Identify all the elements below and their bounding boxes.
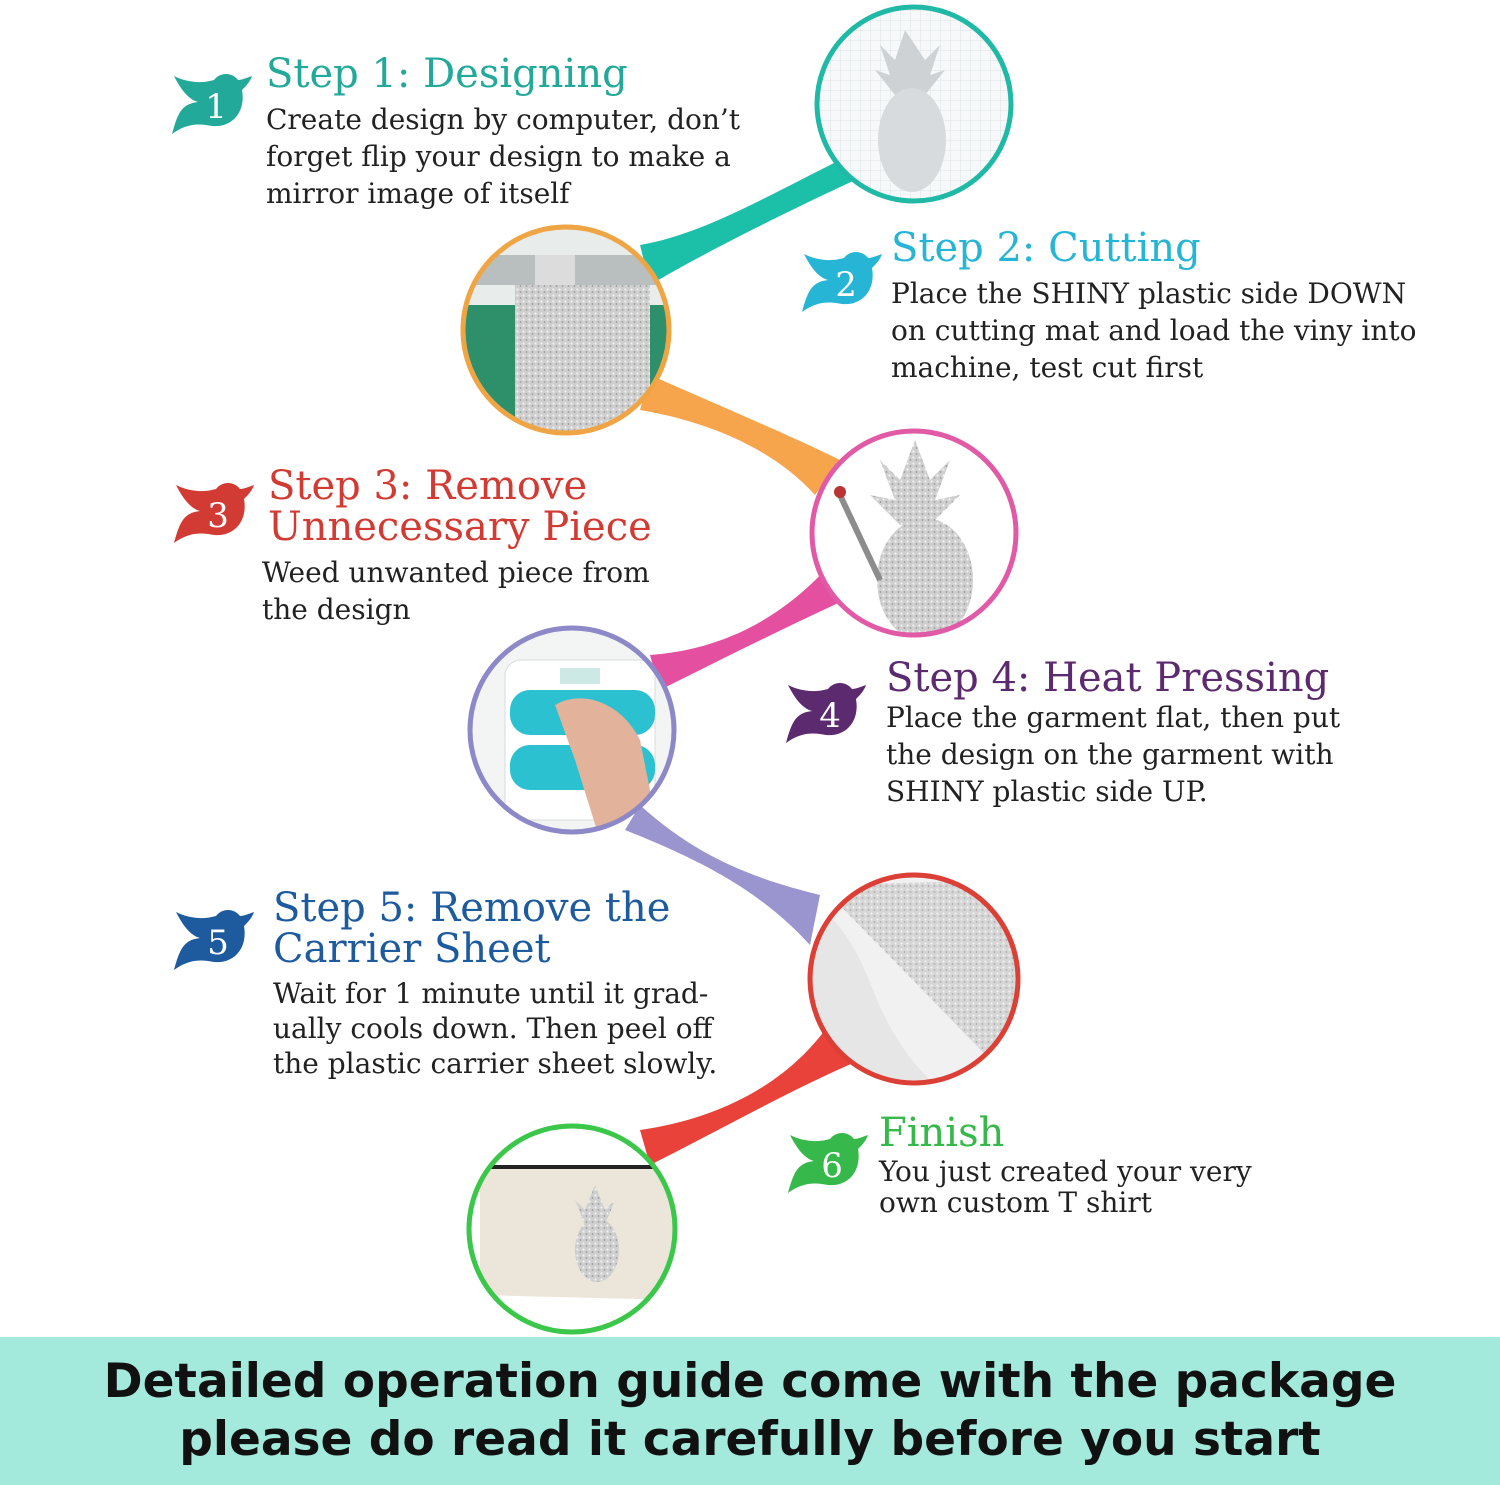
step-5-description: Wait for 1 minute until it grad- ually c… [273, 977, 718, 1080]
step-6-description: You just created your very own custom T … [879, 1155, 1252, 1219]
footer-line-1: Detailed operation guide come with the p… [103, 1354, 1397, 1409]
step-3-number: 3 [207, 496, 229, 536]
step-1-title: Step 1: Designing [266, 51, 628, 97]
step-2: Step 2: Cutting Place the SHINY plastic … [891, 228, 1416, 386]
weeding-pineapple-image [809, 428, 1019, 638]
pouch-image [466, 1123, 678, 1335]
pineapple-grid-image [814, 4, 1014, 204]
step-2-number: 2 [835, 265, 857, 305]
step-1-badge-icon: 1 [172, 74, 252, 134]
step-4-title: Step 4: Heat Pressing [886, 655, 1330, 701]
connector-1-2 [640, 160, 855, 285]
step-2-description: Place the SHINY plastic side DOWN on cut… [891, 277, 1417, 384]
cutting-machine-image [460, 224, 672, 436]
carrier-peel-image [807, 872, 1021, 1086]
step-1: Step 1: Designing Create design by compu… [266, 54, 740, 212]
connector-5-6 [640, 1030, 860, 1165]
step-4-description: Place the garment flat, then put the des… [886, 701, 1341, 808]
connector-3-4 [650, 565, 845, 690]
step-1-description: Create design by computer, don’t forget … [266, 103, 741, 210]
step-4: Step 4: Heat Pressing Place the garment … [886, 658, 1340, 810]
step-5-badge-icon: 5 [174, 910, 254, 970]
step-2-title: Step 2: Cutting [891, 225, 1201, 271]
step-3: Step 3: Remove Unnecessary Piece Weed un… [262, 463, 652, 628]
footer-banner: Detailed operation guide come with the p… [0, 1337, 1500, 1485]
step-3-badge-icon: 3 [174, 483, 254, 543]
step-5-title: Step 5: Remove the Carrier Sheet [273, 885, 671, 972]
step-6: Finish You just created your very own cu… [879, 1110, 1252, 1219]
step-4-number: 4 [819, 696, 841, 736]
connector-2-3 [640, 375, 840, 495]
step-6-title: Finish [879, 1110, 1005, 1156]
step-6-number: 6 [821, 1146, 843, 1186]
footer-line-2: please do read it carefully before you s… [179, 1412, 1321, 1467]
step-5-number: 5 [207, 923, 229, 963]
step-3-description: Weed unwanted piece from the design [262, 556, 650, 626]
circle-1-border [814, 4, 1014, 204]
heat-press-image [467, 625, 677, 835]
connector-4-5 [625, 805, 820, 945]
step-3-title: Step 3: Remove Unnecessary Piece [268, 463, 652, 550]
step-4-badge-icon: 4 [786, 683, 866, 743]
step-2-badge-icon: 2 [802, 252, 882, 312]
step-6-badge-icon: 6 [788, 1133, 868, 1193]
step-5: Step 5: Remove the Carrier Sheet Wait fo… [273, 888, 717, 1081]
step-1-number: 1 [205, 87, 227, 127]
